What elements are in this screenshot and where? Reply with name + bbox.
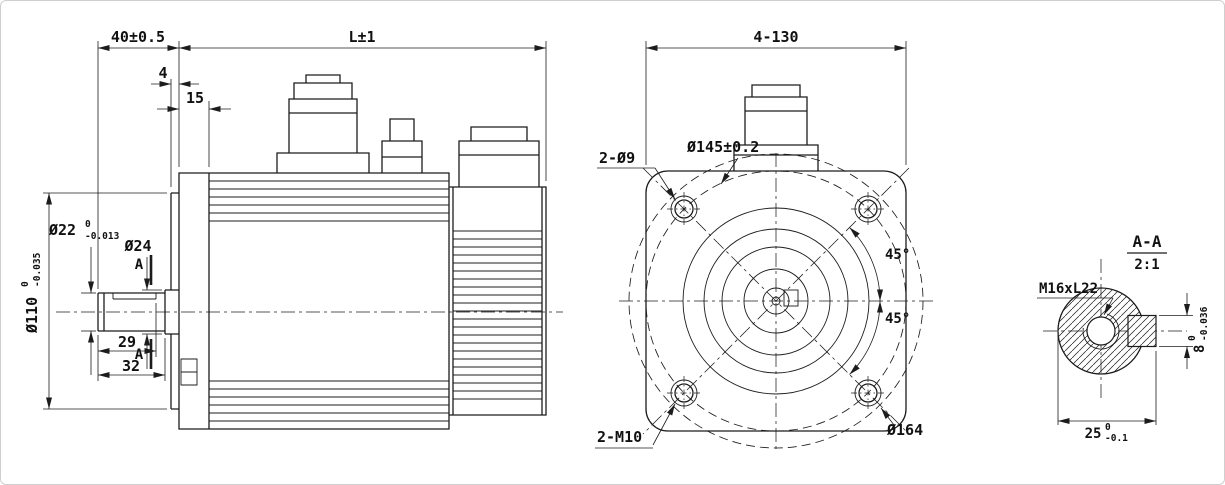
dim-shoulder-position: 32 [122, 357, 140, 375]
rear-housing-outline [449, 186, 547, 416]
shaft-tol-upper: 0 [85, 219, 91, 230]
label-thread: M16xL22 [1039, 281, 1098, 297]
dim-group-corner-circle: Ø164 [880, 407, 923, 439]
dim-pilot-protrusion: 4 [158, 64, 167, 82]
section-title-block: A-A 2:1 [1127, 232, 1167, 273]
dim-shoulder-diameter: Ø24 [123, 237, 151, 255]
dim-flange-offset: 15 [186, 89, 204, 107]
side-view: 40±0.5 L±1 4 15 Ø22 0 -0.013 [20, 28, 563, 430]
signal-connector-outline [381, 118, 423, 173]
rear-housing-fins [453, 230, 542, 400]
dim-overall-length: L±1 [348, 28, 375, 46]
cooling-fins-top [209, 180, 449, 222]
dim-shaft-length: 40±0.5 [111, 28, 165, 46]
mounting-hole-top-left [667, 192, 701, 226]
mounting-hole-bottom-left [667, 376, 701, 410]
shaft-keyway-lines [112, 293, 157, 300]
dim-flange-square: 4-130 [753, 28, 798, 46]
dim-bolt-circle: Ø145±0.2 [686, 138, 759, 156]
pilot-spigot-outline [170, 192, 179, 410]
corner-circle [628, 153, 924, 449]
shaft-boss-circle [743, 268, 809, 334]
diagonal-centerline-2 [642, 167, 910, 435]
dim-group-bolt-circle: Ø145±0.2 [686, 138, 759, 185]
dim-corner-circle: Ø164 [886, 421, 923, 439]
label-group-through-holes: 2-Ø9 [597, 149, 676, 200]
section-scale: 2:1 [1134, 257, 1159, 273]
dim-group-pilot-protrusion: 4 [151, 64, 199, 187]
dim-group-pilot-diameter: Ø110 0 -0.035 [20, 192, 167, 410]
pilot-tol-upper: 0 [20, 281, 31, 287]
dim-key-end: 29 [118, 333, 136, 351]
keyway-key-hatched [1127, 314, 1157, 348]
angle-lower: 45° [885, 311, 910, 327]
shaft-tol-lower: -0.013 [85, 231, 120, 242]
front-view: 4-130 2-Ø9 Ø145±0.2 45° 45° 2-M10 Ø164 [595, 28, 933, 449]
mounting-hole-bottom-right [851, 376, 885, 410]
dim-group-flange-square: 4-130 [645, 28, 907, 165]
thread-major-arc [1082, 313, 1120, 350]
terminal-detail-box [180, 358, 198, 386]
section-view: A-A 2:1 M16xL22 8 0 -0.036 25 0 [1037, 232, 1210, 444]
shaft-keyway-mark [783, 289, 799, 307]
key-tol-lower: -0.036 [1199, 306, 1210, 341]
pilot-circle [703, 228, 849, 374]
center-hole-circle [771, 296, 781, 306]
tap-drill-hole [1086, 316, 1116, 346]
label-group-tapped-holes: 2-M10 [595, 403, 676, 449]
dim-group-shoulder-position: 32 [98, 338, 166, 381]
dim-shaft-diameter: Ø22 [48, 221, 76, 239]
section-title: A-A [1133, 232, 1162, 251]
cooling-fins-bottom [209, 380, 449, 422]
section-marker-bottom: A [135, 347, 144, 363]
bolt-circle [645, 170, 907, 432]
dim-shaft-to-key: 25 [1085, 426, 1102, 442]
angle-upper: 45° [885, 247, 910, 263]
section-cut-markers: A A [135, 255, 153, 369]
dim-group-shaft-to-key: 25 0 -0.1 [1057, 335, 1157, 444]
section-marker-top: A [135, 257, 144, 273]
dim-group-shaft-length: 40±0.5 L±1 [97, 28, 547, 289]
encoder-connector-outline [276, 74, 370, 173]
shaft-outline [97, 289, 179, 335]
s2k-tol-lower: -0.1 [1105, 433, 1128, 444]
dim-group-key-width: 8 0 -0.036 [1159, 293, 1210, 369]
s2k-tol-upper: 0 [1105, 422, 1111, 433]
label-through-holes: 2-Ø9 [599, 149, 635, 167]
label-group-thread: M16xL22 [1037, 281, 1114, 316]
key-tol-upper: 0 [1187, 335, 1198, 341]
label-tapped-holes: 2-M10 [597, 428, 642, 446]
dim-pilot-diameter: Ø110 [23, 297, 41, 334]
connector-front-outline [733, 84, 819, 171]
shaft-circle [762, 287, 790, 315]
dim-group-shaft-diameter: Ø22 0 -0.013 [48, 219, 120, 375]
dim-key-width: 8 [1192, 345, 1208, 353]
bearing-boss-circle [721, 246, 831, 356]
dim-group-flange-offset: 15 [157, 89, 231, 167]
dim-group-angles: 45° 45° [849, 227, 910, 375]
motor-body-outline [178, 172, 450, 430]
power-connector-outline [458, 126, 540, 187]
mounting-hole-top-right [851, 192, 885, 226]
pilot-tol-lower: -0.035 [32, 252, 43, 287]
